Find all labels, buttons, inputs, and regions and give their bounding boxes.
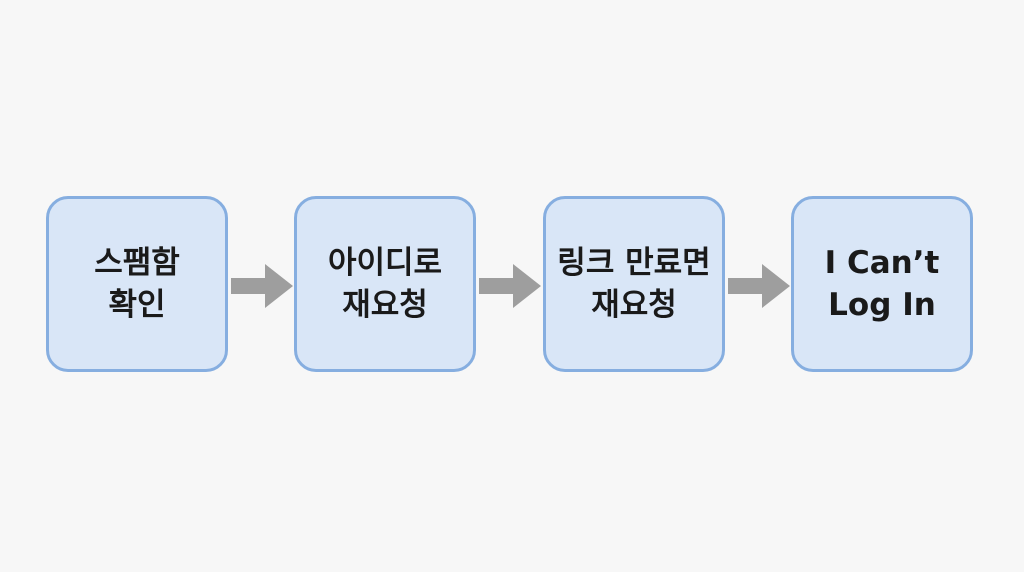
- step-label: 아이디로 재요청: [327, 245, 443, 323]
- step-label: 링크 만료면 재요청: [557, 245, 711, 323]
- right-arrow-icon: [231, 264, 293, 308]
- step-label: I Can’t Log In: [824, 245, 940, 323]
- step-box-request-by-id: 아이디로 재요청: [294, 196, 476, 372]
- right-arrow-icon: [479, 264, 541, 308]
- step-label: 스팸함 확인: [94, 245, 180, 323]
- step-box-cant-log-in: I Can’t Log In: [791, 196, 973, 372]
- step-box-expired-link: 링크 만료면 재요청: [543, 196, 725, 372]
- step-box-check-spam: 스팸함 확인: [46, 196, 228, 372]
- right-arrow-icon: [728, 264, 790, 308]
